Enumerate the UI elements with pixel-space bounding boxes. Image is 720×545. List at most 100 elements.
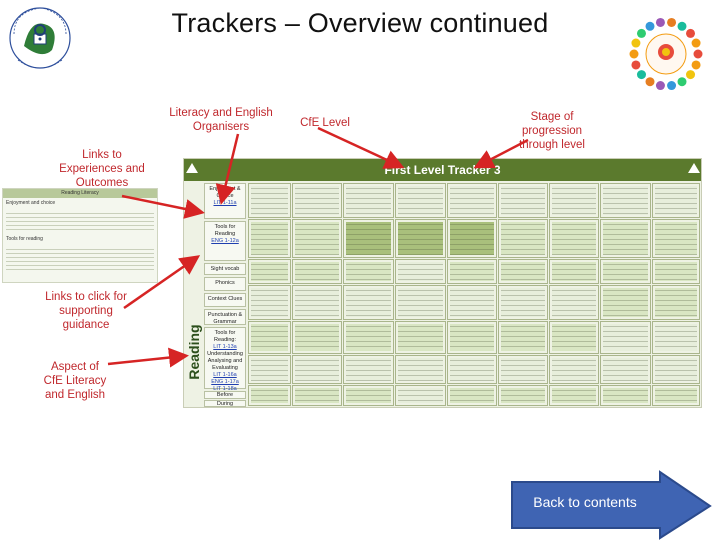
progression-cell xyxy=(343,219,394,258)
progression-cell xyxy=(549,183,599,218)
logo-figure-dot xyxy=(655,17,665,27)
progression-grid xyxy=(248,183,701,407)
progression-cell xyxy=(343,259,394,284)
progression-cell xyxy=(498,219,548,258)
organiser-punctuation[interactable]: Punctuation & Grammar xyxy=(204,309,246,325)
progression-cell xyxy=(549,321,599,354)
progression-cell xyxy=(600,183,651,218)
progression-cell xyxy=(343,183,394,218)
progression-cell xyxy=(292,183,342,218)
progression-cell xyxy=(343,285,394,320)
progression-cell xyxy=(292,321,342,354)
progression-cell xyxy=(498,385,548,406)
arrow-stage xyxy=(473,138,529,169)
logo-figure-dot xyxy=(629,49,639,59)
side-doc-row: Tools for reading xyxy=(6,236,43,242)
progression-cell xyxy=(600,321,651,354)
progression-cell xyxy=(447,285,497,320)
home-arrow-icon[interactable] xyxy=(688,163,700,173)
progression-cell xyxy=(498,321,548,354)
progression-cell xyxy=(652,183,700,218)
progression-cell xyxy=(248,183,291,218)
progression-cell xyxy=(248,219,291,258)
progression-cell xyxy=(447,219,497,258)
label-links-click: Links to click for supporting guidance xyxy=(45,291,127,331)
progression-cell xyxy=(652,219,700,258)
progression-cell xyxy=(600,355,651,384)
page-title: Trackers – Overview continued xyxy=(171,8,549,38)
logo-figure-dot xyxy=(693,49,703,59)
side-doc-text-block xyxy=(6,210,154,232)
organiser-sight-vocab[interactable]: Sight vocab xyxy=(204,263,246,275)
progression-cell xyxy=(600,259,651,284)
eo-link[interactable]: ENG 1-17a xyxy=(211,379,239,385)
arrow-links-exp xyxy=(121,194,205,219)
progression-cell xyxy=(652,321,700,354)
progression-cell xyxy=(248,285,291,320)
organiser-label: Understanding Analysing and Evaluating xyxy=(207,351,243,371)
tracker-heading: First Level Tracker 3 xyxy=(384,163,501,177)
arrow-literacy xyxy=(215,133,240,205)
label-cfe-level: CfE Level xyxy=(300,117,350,129)
progression-cell xyxy=(292,259,342,284)
progression-cell xyxy=(343,321,394,354)
eo-link[interactable]: LIT 1-16a xyxy=(213,372,237,378)
logo-figure-dot xyxy=(655,81,665,91)
progression-cell xyxy=(395,385,446,406)
progression-cell xyxy=(343,385,394,406)
logo-figure-dot xyxy=(631,38,641,48)
progression-cell xyxy=(395,285,446,320)
progression-cell xyxy=(343,355,394,384)
progression-cell xyxy=(652,355,700,384)
organiser-understanding[interactable]: Tools for Reading: LIT 1-13a Understandi… xyxy=(204,327,246,392)
eo-link[interactable]: LIT 1-13a xyxy=(213,344,237,350)
experiences-outcomes-document: Reading Literacy Enjoyment and choice To… xyxy=(2,188,158,283)
organiser-before: Before xyxy=(204,391,246,399)
logo-figure-dot xyxy=(636,28,646,38)
eo-link[interactable]: ENG 1-12a xyxy=(211,238,239,244)
progression-cell xyxy=(447,385,497,406)
progression-cell xyxy=(498,183,548,218)
side-doc-row: Enjoyment and choice xyxy=(6,200,56,206)
progression-cell xyxy=(498,285,548,320)
organiser-tools-reading[interactable]: Tools for Reading ENG 1-12a xyxy=(204,221,246,261)
progression-cell xyxy=(395,355,446,384)
progression-cell xyxy=(600,219,651,258)
arrow-links-click xyxy=(123,255,201,310)
progression-cell xyxy=(248,321,291,354)
progression-cell xyxy=(447,183,497,218)
progression-cell xyxy=(395,183,446,218)
logo-figure-dot xyxy=(645,21,655,31)
first-level-tracker: First Level Tracker 3 Reading Enjoyment … xyxy=(183,158,702,408)
tracker-header-bar xyxy=(184,159,701,181)
logo-figure-dot xyxy=(667,17,677,27)
progression-cell xyxy=(395,259,446,284)
arrow-aspect xyxy=(107,347,189,368)
progression-cell xyxy=(498,355,548,384)
organiser-label: Tools for Reading xyxy=(214,224,236,237)
logo-figure-dot xyxy=(631,60,641,70)
progression-cell xyxy=(652,259,700,284)
partner-logo xyxy=(622,10,710,98)
school-logo xyxy=(2,0,82,80)
logo-figure-dot xyxy=(686,70,696,80)
progression-cell xyxy=(652,385,700,406)
progression-cell xyxy=(549,355,599,384)
progression-cell xyxy=(248,355,291,384)
progression-cell xyxy=(248,385,291,406)
home-arrow-icon[interactable] xyxy=(186,163,198,173)
arrow-cfe xyxy=(317,126,405,169)
logo-figure-dot xyxy=(691,38,701,48)
logo-figure-dot xyxy=(686,28,696,38)
organiser-phonics[interactable]: Phonics xyxy=(204,277,246,291)
back-to-contents-label: Back to contents xyxy=(533,494,637,510)
label-stage-progression: Stage of progression through level xyxy=(519,111,585,151)
progression-cell xyxy=(447,259,497,284)
organiser-context-clues[interactable]: Context Clues xyxy=(204,293,246,307)
progression-cell xyxy=(395,321,446,354)
progression-cell xyxy=(292,219,342,258)
back-to-contents-button[interactable]: Back to contents xyxy=(510,470,720,545)
progression-cell xyxy=(395,219,446,258)
eo-link[interactable]: LIT 1-18a xyxy=(213,386,237,392)
progression-cell xyxy=(549,385,599,406)
